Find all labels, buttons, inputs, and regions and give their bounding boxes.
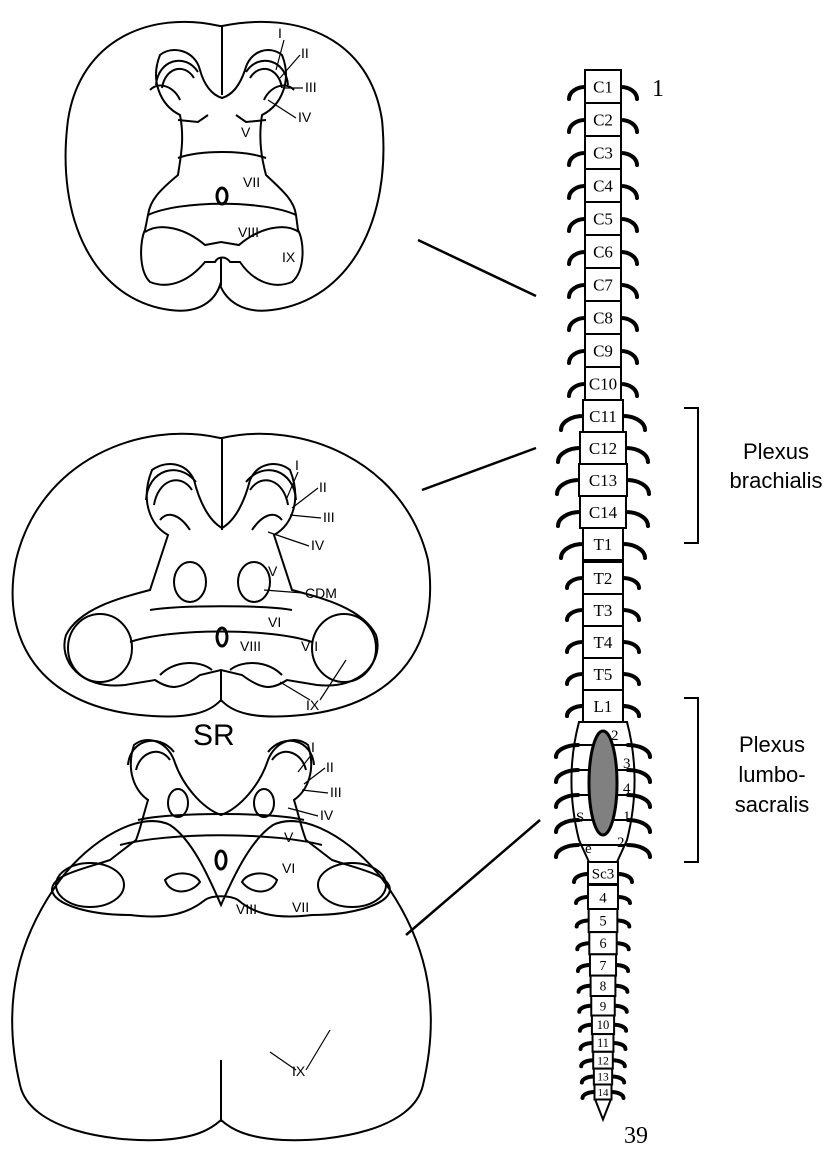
caudal-segment-label: 6 xyxy=(599,936,606,952)
lumbosacral-segment-label: L1 xyxy=(594,697,613,716)
cervical-lamina-label: II xyxy=(301,45,309,61)
cervical-lamina-label: IX xyxy=(282,249,296,265)
thoracic-segment-label: T2 xyxy=(594,569,613,588)
lumbosacral-lamina-label: VIII xyxy=(236,901,257,917)
caudal-segment-label: 9 xyxy=(600,998,607,1013)
thoracic-segment-label: T3 xyxy=(594,601,613,620)
caudal-segment-label: 7 xyxy=(600,958,607,973)
cervical-segment-label: C10 xyxy=(589,374,617,393)
cervical-lamina-label: VII xyxy=(243,174,260,190)
lumbosacral-plexus-label-line: Plexus xyxy=(739,732,805,757)
glycogen-body xyxy=(589,731,617,835)
lumbosacral-lamina-label: II xyxy=(326,759,334,775)
lumbosacral-lamina-label: VII xyxy=(292,899,309,915)
cervical-lamina-label: IV xyxy=(298,109,312,125)
cervical-segment-label: C2 xyxy=(593,110,613,129)
cervical-segment-label: C13 xyxy=(589,471,617,490)
lumbosacral-segment-label: 2 xyxy=(617,835,625,851)
cervical-segment-label: C7 xyxy=(593,275,613,294)
lumbosacral-segment-label: 2 xyxy=(611,728,619,744)
brachial-plexus-label-line: Plexus xyxy=(743,439,809,464)
lumbosacral-lamina-label: III xyxy=(330,784,342,800)
lumbosacral-lamina-label: VI xyxy=(282,860,295,876)
brachial-lamina-label: VIII xyxy=(240,638,261,654)
cervical-segment-label: C12 xyxy=(589,439,617,458)
lumbosacral-region-label: SR xyxy=(193,719,235,752)
column-end-number: 39 xyxy=(624,1123,648,1149)
thoracic-segment-label: T4 xyxy=(594,633,613,652)
brachial-lamina-label: VI xyxy=(268,614,281,630)
brachial-lamina-label: CDM xyxy=(305,585,337,601)
lumbosacral-lamina-label: I xyxy=(311,739,315,755)
caudal-segment-label: 14 xyxy=(598,1087,610,1099)
cervical-segment-label: C4 xyxy=(593,176,613,195)
lumbosacral-side-letter: e xyxy=(585,841,592,857)
caudal-segment-label: 12 xyxy=(597,1053,609,1067)
brachial-lamina-label: V xyxy=(268,563,278,579)
lumbosacral-plexus-label: Plexus lumbo- sacralis xyxy=(735,732,810,817)
brachial-lamina-label: I xyxy=(295,457,299,473)
cervical-segment-label: C3 xyxy=(593,143,613,162)
caudal-segment-label: 4 xyxy=(599,890,607,906)
thoracic-segment-label: T1 xyxy=(594,535,613,554)
column-start-number: 1 xyxy=(652,76,664,102)
lumbosacral-lamina-label: IX xyxy=(292,1063,306,1079)
brachial-lamina-label: III xyxy=(323,509,335,525)
cervical-segment-label: C11 xyxy=(589,407,617,426)
lumbosacral-lamina-label: V xyxy=(284,829,294,845)
lumbosacral-side-letter: S xyxy=(576,810,584,826)
cervical-segment-label: C9 xyxy=(593,341,613,360)
lumbosacral-segment-label: Sc3 xyxy=(592,866,615,882)
thoracic-segment-label: T5 xyxy=(594,665,613,684)
caudal-segment-label: 11 xyxy=(597,1036,609,1050)
lumbosacral-segment-label: 3 xyxy=(623,756,631,772)
caudal-segment-label: 8 xyxy=(600,978,607,993)
cervical-lamina-label: III xyxy=(305,79,317,95)
cervical-segment-label: C6 xyxy=(593,242,613,261)
cervical-lamina-label: V xyxy=(241,124,251,140)
caudal-segment-label: 10 xyxy=(597,1018,610,1032)
cervical-segment-label: C5 xyxy=(593,209,613,228)
cervical-lamina-label: I xyxy=(278,25,282,41)
cervical-segment-label: C8 xyxy=(593,308,613,327)
brachial-lamina-label: VII xyxy=(301,638,318,654)
brachial-lamina-label: II xyxy=(319,479,327,495)
lumbosacral-segment-label: 4 xyxy=(623,781,631,797)
cervical-segment-label: C14 xyxy=(589,503,618,522)
caudal-segment-label: 13 xyxy=(597,1072,609,1084)
lumbosacral-plexus-label-line: sacralis xyxy=(735,792,810,817)
lumbosacral-lamina-label: IV xyxy=(320,807,334,823)
brachial-plexus-label-line: brachialis xyxy=(730,468,823,493)
lumbosacral-segment-label: 1 xyxy=(623,809,631,825)
cervical-segment-label: C1 xyxy=(593,77,613,96)
cervical-lamina-label: VIII xyxy=(238,224,259,240)
caudal-segment-label: 5 xyxy=(599,914,606,930)
brachial-lamina-label: IV xyxy=(311,537,325,553)
lumbosacral-plexus-label-line: lumbo- xyxy=(738,762,805,787)
